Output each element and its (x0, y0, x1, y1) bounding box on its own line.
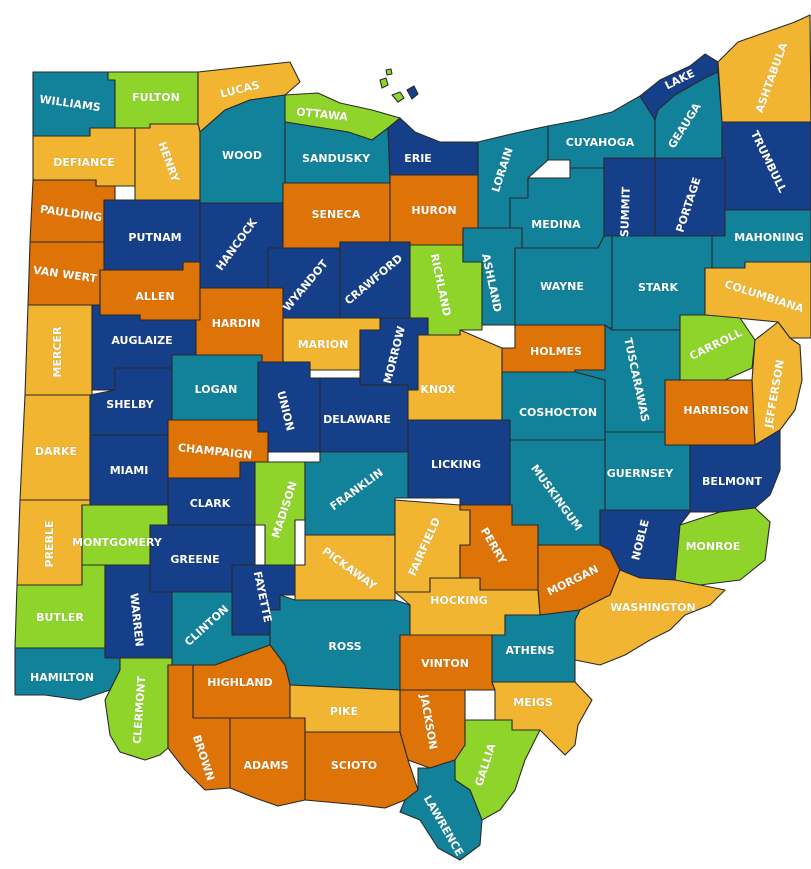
county-putnam[interactable] (103, 199, 201, 271)
county-knox[interactable] (407, 329, 503, 421)
county-washington[interactable] (574, 569, 726, 666)
county-henry[interactable] (134, 123, 201, 201)
county-fulton[interactable] (107, 71, 199, 129)
county-belmont[interactable] (689, 429, 781, 513)
county-seneca[interactable] (282, 182, 391, 249)
county-hardin[interactable] (195, 287, 284, 363)
county-defiance[interactable] (32, 127, 136, 187)
county-ashtabula[interactable] (717, 14, 811, 123)
county-delaware[interactable] (309, 377, 409, 456)
county-portage[interactable] (654, 157, 726, 237)
county-scioto[interactable] (304, 731, 419, 809)
county-vanwert[interactable] (27, 241, 105, 306)
county-mahoning[interactable] (711, 209, 811, 269)
county-franklin[interactable] (304, 451, 409, 536)
county-shapes (14, 14, 811, 861)
county-monroe[interactable] (674, 507, 771, 586)
county-licking[interactable] (407, 419, 511, 506)
county-logan[interactable] (171, 354, 263, 421)
county-vinton[interactable] (399, 634, 496, 691)
county-mercer[interactable] (24, 304, 93, 396)
county-carroll[interactable] (679, 314, 756, 381)
county-jackson[interactable] (399, 689, 466, 769)
county-adams[interactable] (229, 717, 306, 807)
county-darke[interactable] (19, 394, 91, 501)
county-holmes[interactable] (501, 324, 606, 373)
county-jefferson[interactable] (751, 321, 803, 446)
county-paulding[interactable] (29, 179, 116, 243)
county-hamilton[interactable] (14, 647, 121, 701)
county-cuyahoga[interactable] (547, 95, 656, 169)
island-middle-bass (385, 68, 393, 76)
county-lawrence[interactable] (399, 759, 483, 861)
county-preble[interactable] (16, 499, 91, 586)
county-athens[interactable] (491, 609, 581, 683)
county-pike[interactable] (289, 684, 401, 733)
county-hocking[interactable] (394, 577, 541, 636)
county-madison[interactable] (254, 461, 306, 566)
county-miami[interactable] (89, 434, 169, 506)
county-crawford[interactable] (339, 241, 411, 319)
county-harrison[interactable] (664, 379, 756, 446)
county-trumbull[interactable] (721, 121, 811, 211)
county-columbiana[interactable] (704, 261, 811, 339)
county-williams[interactable] (32, 71, 116, 137)
county-wayne[interactable] (514, 235, 613, 329)
county-coshocton[interactable] (501, 371, 606, 441)
county-pickaway[interactable] (294, 534, 396, 601)
county-summit[interactable] (603, 157, 656, 237)
island-south-bass (379, 77, 389, 89)
county-allen[interactable] (99, 261, 201, 321)
island-kelleys (391, 91, 405, 103)
lake-erie-islands (379, 68, 419, 103)
island-rattlesnake (406, 85, 419, 100)
county-ross[interactable] (269, 594, 411, 691)
county-erie[interactable] (387, 117, 479, 176)
county-meigs[interactable] (491, 681, 593, 756)
